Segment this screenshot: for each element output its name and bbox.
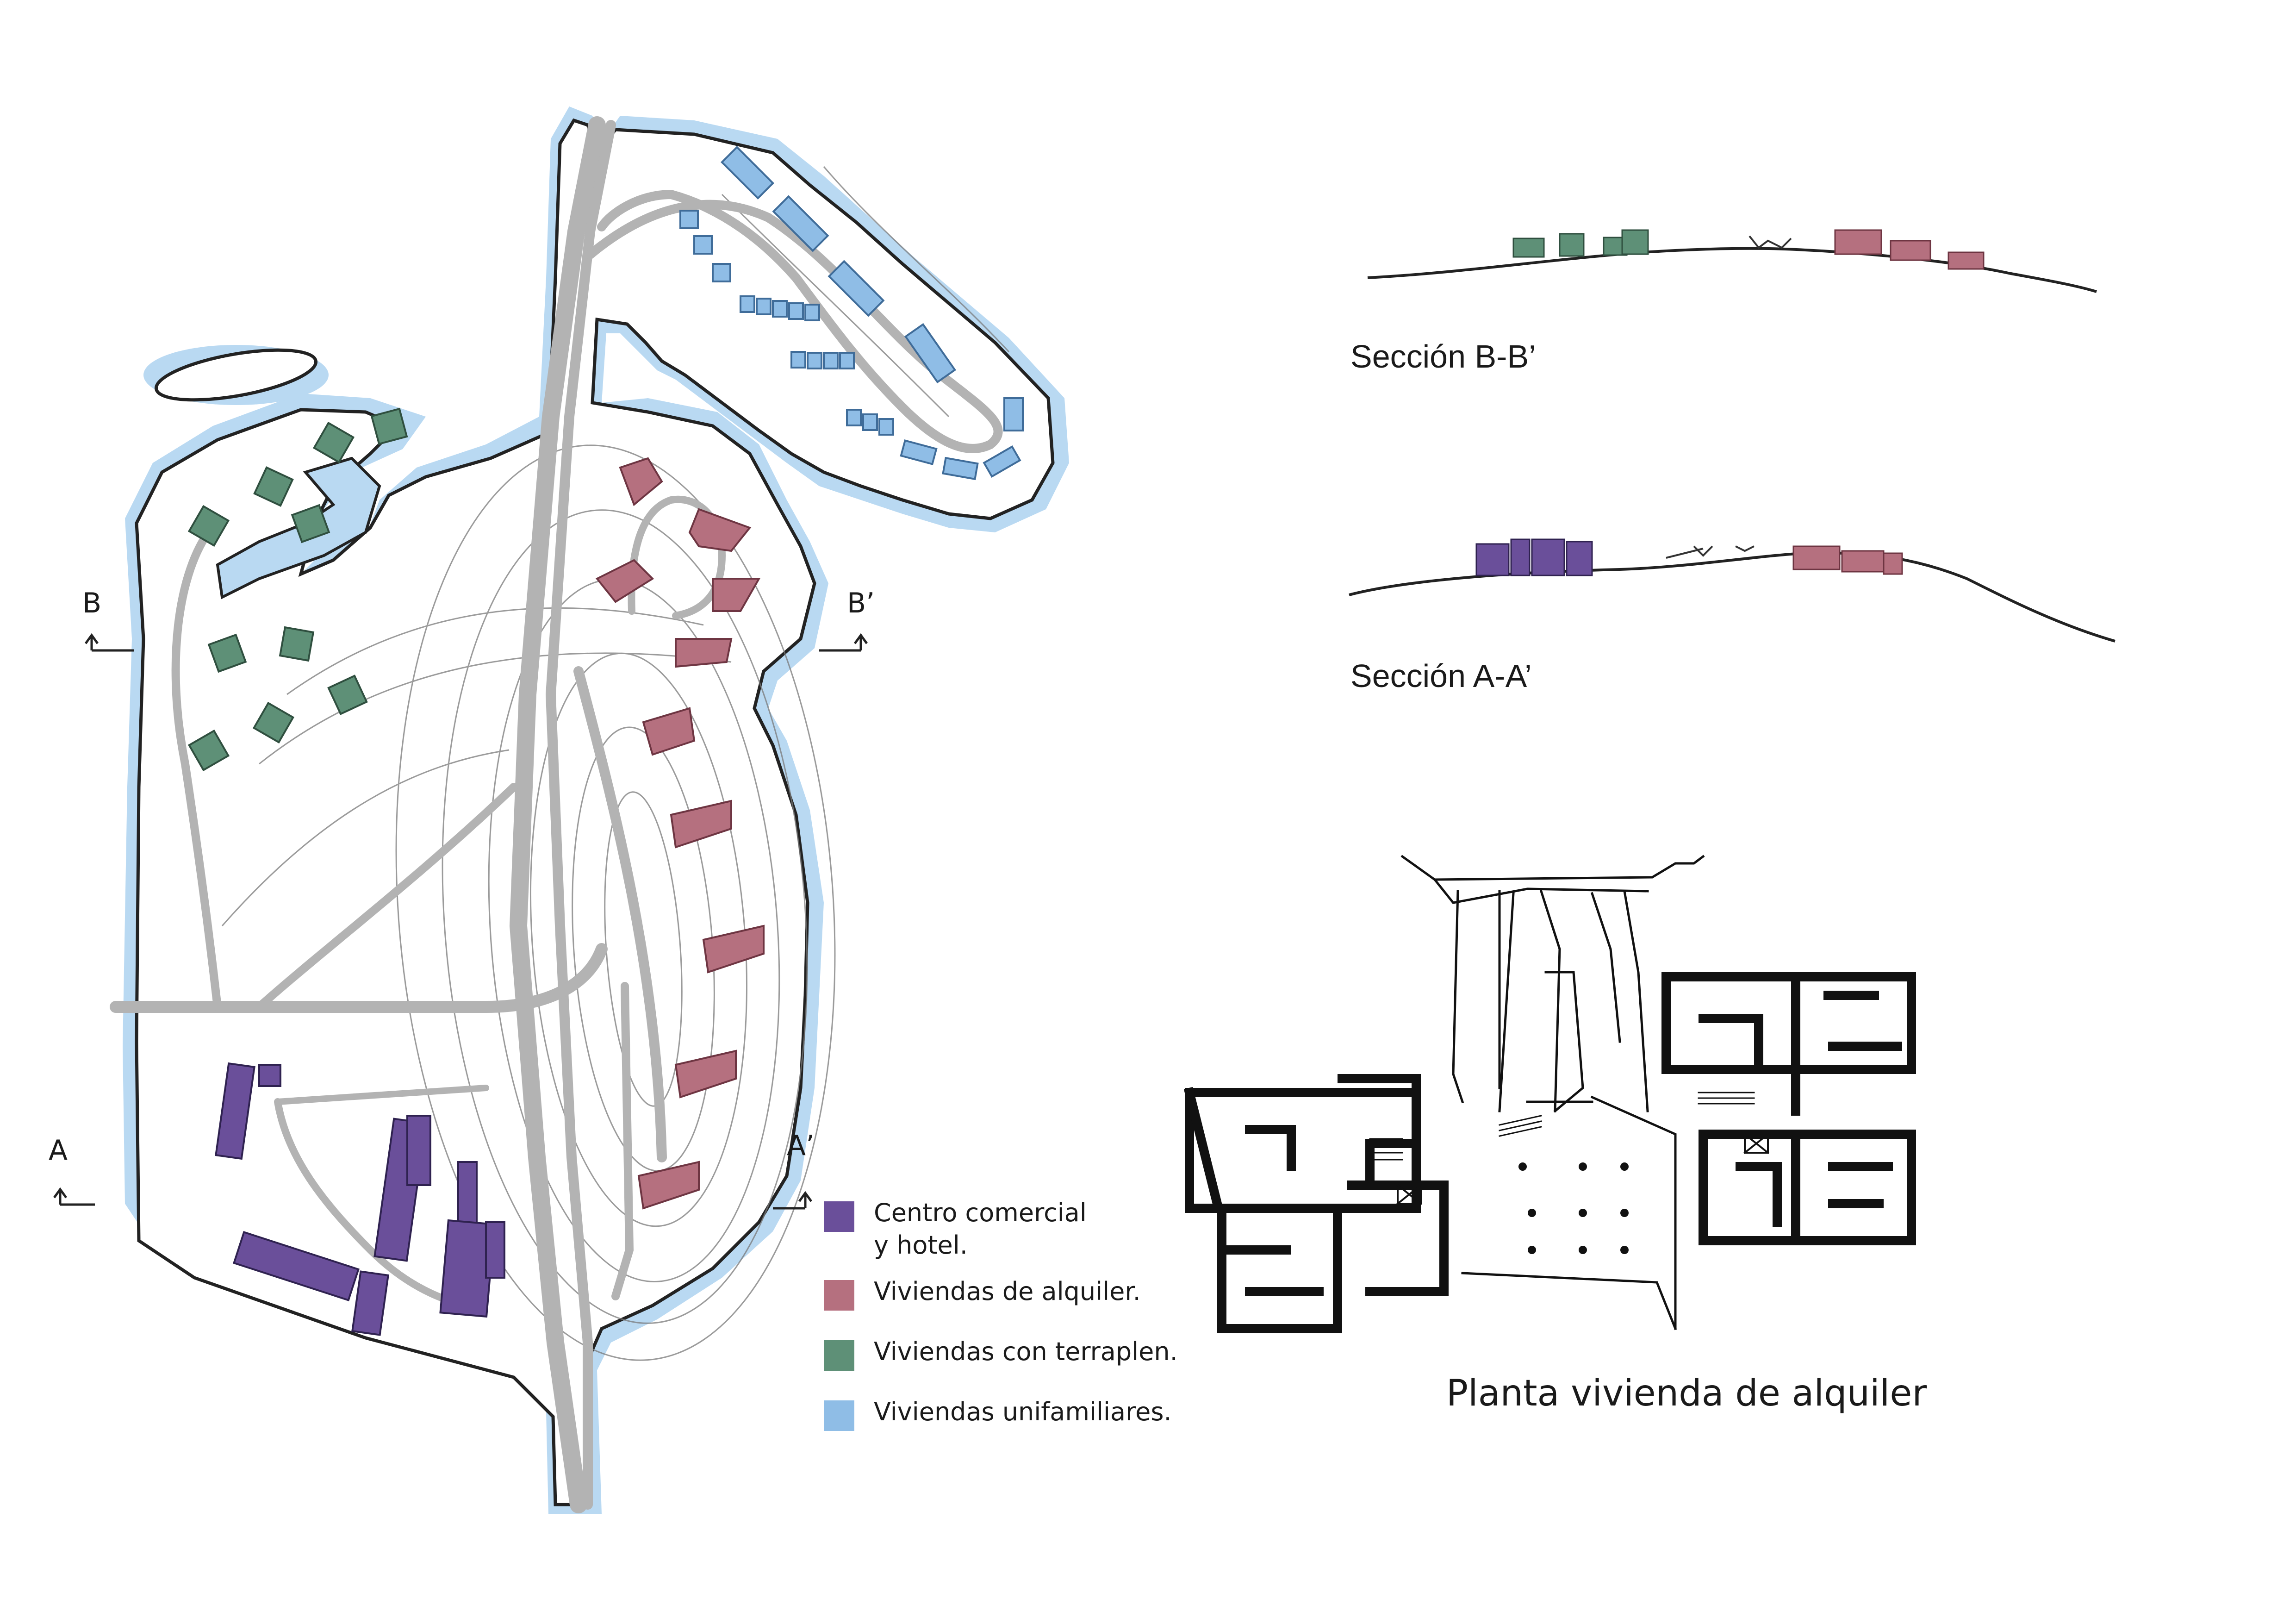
rental-swatch [824, 1280, 854, 1311]
section-marker-b-left: B [82, 587, 102, 619]
legend-label-commercial: Centro comercial y hotel. [874, 1198, 1087, 1260]
site-land [135, 118, 1055, 1506]
section-marker-a-right: A’ [787, 1130, 815, 1162]
section-b-rental-blocks [1834, 229, 1985, 270]
commercial-buildings [215, 1062, 505, 1336]
rental-floor-plan [1183, 855, 1916, 1333]
section-a-rental-blocks [1792, 545, 1903, 575]
section-b-drawing [1367, 229, 2097, 293]
legend-label-terrace: Viviendas con terraplen. [874, 1337, 1178, 1366]
floor-plan-lift-marks [1396, 1133, 1769, 1205]
legend-label-rental: Viviendas de alquiler. [874, 1277, 1141, 1306]
north-spur [585, 189, 1003, 453]
section-a-highway [1666, 545, 1755, 559]
terrace-housing [187, 407, 408, 772]
section-b-title: Sección B-B’ [1350, 338, 1536, 375]
section-b-highway [1748, 235, 1792, 249]
roads [110, 116, 1003, 1513]
east-road [573, 666, 667, 1162]
legend-item-commercial: Centro comercial y hotel. [824, 1197, 1087, 1262]
legend-item-terrace: Viviendas con terraplen. [824, 1336, 1178, 1371]
site-plan [53, 106, 1069, 1514]
section-b-terrace-blocks [1512, 229, 1649, 258]
section-b-ground [1367, 247, 2097, 293]
main-highway [509, 116, 606, 1513]
floor-plan-columns [1518, 1162, 1629, 1254]
section-marker-b-right: B’ [847, 587, 875, 619]
legend-item-single-family: Viviendas unifamiliares. [824, 1396, 1172, 1431]
single-family-housing [679, 146, 1024, 481]
section-a-ground [1349, 551, 2116, 643]
island-land [154, 348, 318, 402]
section-cut-markers [53, 633, 868, 1210]
floor-plan-title: Planta vivienda de alquiler [1446, 1373, 1927, 1414]
single-family-swatch [824, 1400, 854, 1431]
floor-plan-heavy-walls [1183, 972, 1916, 1333]
section-a-commercial-blocks [1475, 538, 1593, 576]
commercial-swatch [824, 1201, 854, 1232]
section-a-title: Sección A-A’ [1350, 658, 1532, 694]
section-marker-a-left: A [49, 1134, 68, 1167]
legend-item-rental: Viviendas de alquiler. [824, 1275, 1141, 1311]
rental-housing [595, 457, 765, 1210]
terrace-swatch [824, 1340, 854, 1371]
west-cross-road [110, 943, 608, 1013]
legend-label-single-family: Viviendas unifamiliares. [874, 1397, 1172, 1426]
floor-plan-stairs [1369, 1092, 1755, 1161]
section-a-drawing [1349, 538, 2116, 643]
